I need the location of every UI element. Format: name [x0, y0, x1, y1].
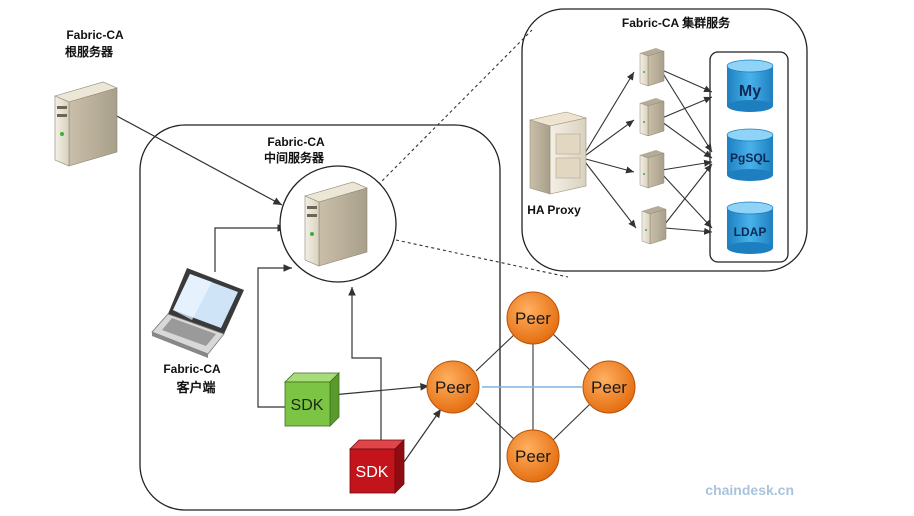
database-icon — [726, 128, 774, 181]
ha-proxy-label: HA Proxy — [527, 203, 581, 217]
cluster-title: Fabric-CA 集群服务 — [622, 15, 731, 30]
sdk-cube-green: SDK — [284, 372, 340, 427]
laptop-icon — [151, 268, 244, 358]
client: Fabric-CA 客户端 — [151, 268, 244, 396]
peer-link — [475, 332, 517, 372]
root-server-title: Fabric-CA — [66, 28, 124, 42]
node-to-db-arrow — [661, 71, 713, 153]
sdk-cube-red: SDK — [349, 439, 405, 494]
server-icon — [304, 181, 368, 267]
root-server: Fabric-CA 根服务器 — [54, 28, 124, 167]
peer-label: Peer — [591, 378, 627, 397]
database-pgsql: PgSQL — [726, 128, 774, 181]
peer-label: Peer — [515, 309, 551, 328]
server-icon — [54, 81, 118, 167]
peer-node-bottom: Peer — [506, 429, 560, 483]
database-icon — [726, 201, 774, 254]
peer-node-right: Peer — [582, 360, 636, 414]
sdk-green-to-intermediate-arrow — [257, 264, 292, 408]
sdk-green-label: SDK — [291, 397, 324, 414]
node-to-db-arrow — [664, 163, 713, 225]
peer-label: Peer — [515, 447, 551, 466]
server-icon — [639, 150, 665, 189]
intermediate-server: Fabric-CA 中间服务器 — [264, 135, 397, 283]
database-mysql: My — [726, 59, 774, 112]
database-ldap: LDAP — [726, 201, 774, 254]
zoom-line-top — [377, 29, 533, 186]
node-to-db-arrow — [664, 227, 713, 235]
sdk-green-to-peer-arrow — [331, 382, 430, 396]
root-to-intermediate-arrow — [114, 114, 283, 206]
node-to-db-arrow — [661, 173, 713, 229]
cluster-node — [639, 48, 665, 87]
node-to-db-arrow — [661, 121, 713, 159]
peer-node-top: Peer — [506, 291, 560, 345]
cluster-node — [639, 150, 665, 189]
peer-node-left: Peer — [426, 360, 480, 414]
database-label: LDAP — [734, 225, 767, 239]
intermediate-server-subtitle: 中间服务器 — [264, 150, 325, 165]
server-icon — [639, 98, 665, 137]
sdk-red-to-peer-arrow — [403, 408, 442, 463]
intermediate-server-title: Fabric-CA — [267, 135, 325, 149]
client-title: Fabric-CA — [163, 362, 221, 376]
cluster-node — [641, 206, 667, 245]
database-label: PgSQL — [730, 151, 770, 165]
intermediate-region — [139, 124, 501, 511]
sdk-red-label: SDK — [356, 464, 389, 481]
root-server-subtitle: 根服务器 — [65, 44, 114, 59]
database-label: My — [739, 83, 761, 100]
ha-proxy: HA Proxy — [527, 111, 588, 217]
peer-link — [551, 332, 591, 371]
server-icon — [528, 111, 588, 195]
node-to-db-arrow — [661, 69, 713, 93]
sdk-red-to-intermediate-arrow — [348, 287, 382, 440]
server-icon — [641, 206, 667, 245]
proxy-to-node-arrow — [581, 157, 637, 229]
proxy-to-node-arrow — [581, 157, 635, 174]
database-icon — [726, 59, 774, 112]
peer-label: Peer — [435, 378, 471, 397]
cluster-node — [639, 98, 665, 137]
client-subtitle: 客户端 — [176, 380, 215, 396]
peer-link — [551, 403, 591, 442]
node-to-db-arrow — [661, 159, 713, 171]
server-icon — [639, 48, 665, 87]
watermark: chaindesk.cn — [705, 482, 794, 498]
peer-link — [475, 402, 517, 442]
client-to-intermediate-arrow — [214, 224, 286, 272]
node-to-db-arrow — [661, 96, 713, 119]
proxy-to-node-arrow — [581, 119, 635, 159]
proxy-to-node-arrow — [581, 71, 635, 159]
cluster-region — [521, 8, 808, 272]
zoom-line-bottom — [395, 239, 569, 278]
